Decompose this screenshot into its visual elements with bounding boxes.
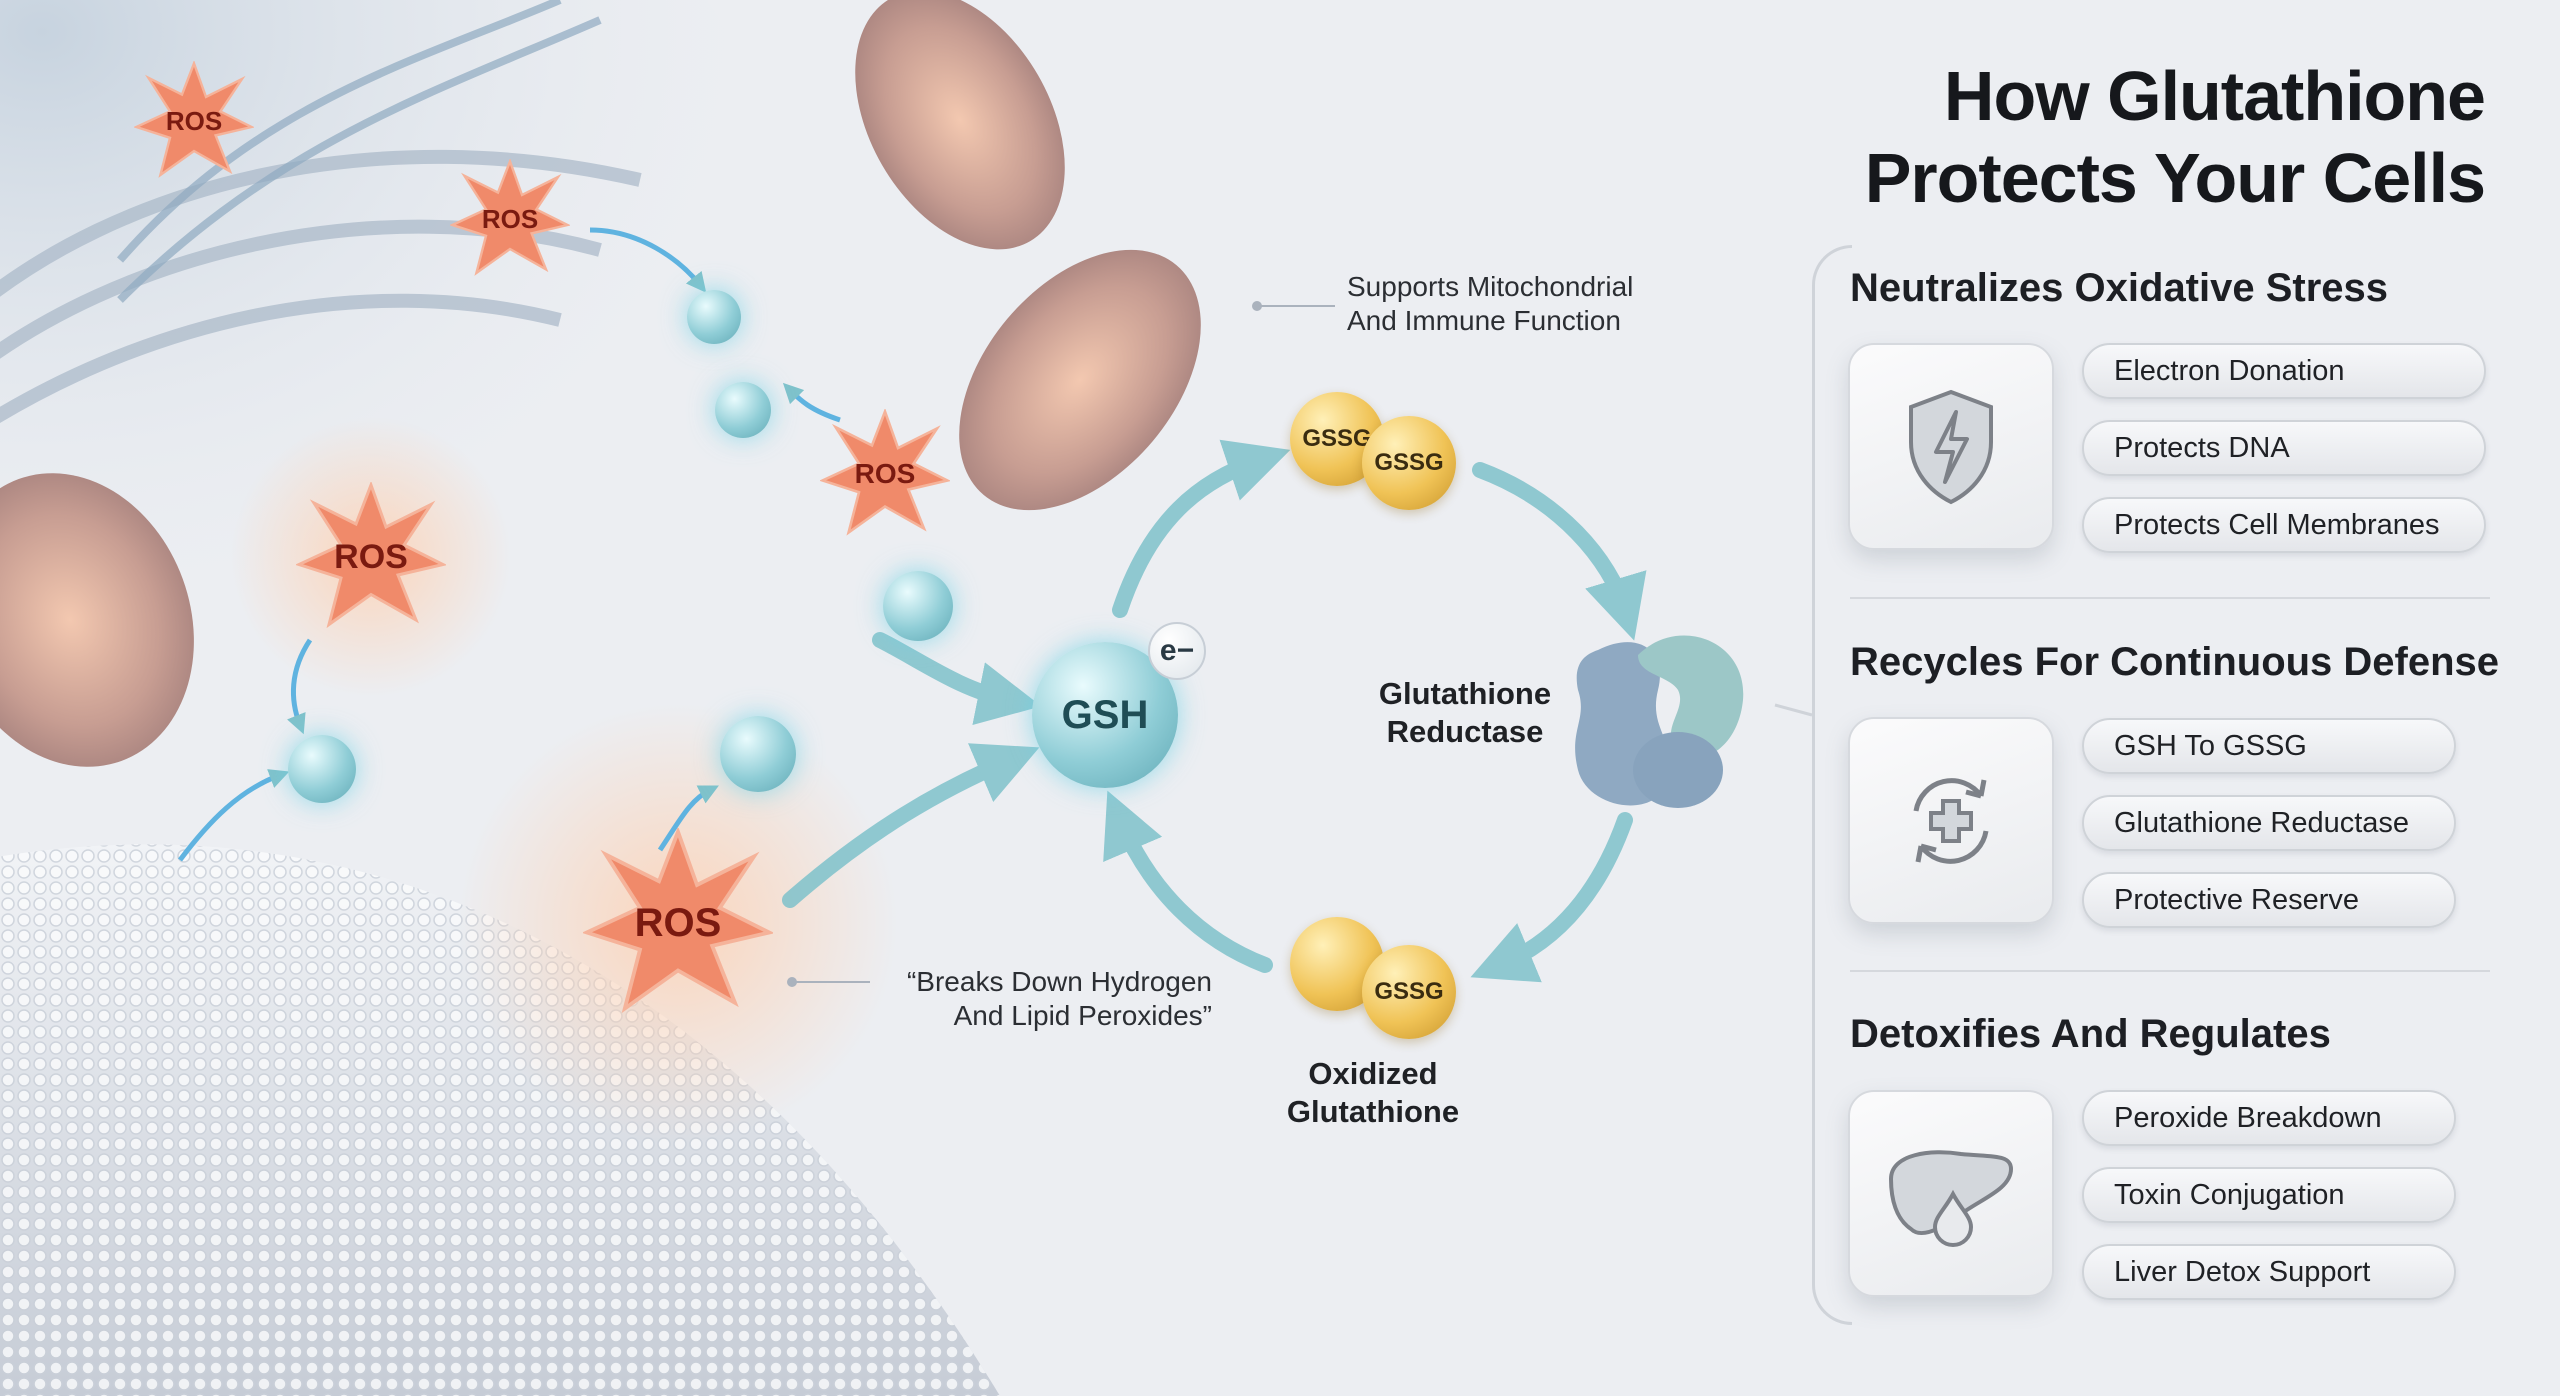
note-line: And Immune Function bbox=[1347, 305, 1621, 336]
note-line: And Lipid Peroxides” bbox=[953, 1000, 1212, 1031]
section-icon-box bbox=[1848, 1090, 2054, 1297]
ros-label: ROS bbox=[481, 203, 539, 234]
recycle-plus-icon bbox=[1913, 777, 1989, 864]
oxidized-label-line: Glutathione bbox=[1286, 1094, 1460, 1129]
title-line-2: Protects Your Cells bbox=[1864, 139, 2486, 217]
ros-badge: ROS bbox=[134, 61, 254, 181]
gssg-label: GSSG bbox=[1374, 978, 1444, 1005]
enzyme-label-line: Reductase bbox=[1386, 714, 1544, 749]
gsh-molecule-sphere bbox=[288, 735, 356, 803]
enzyme-glutathione-reductase bbox=[1575, 635, 1744, 808]
mitochondrion bbox=[959, 249, 1201, 511]
ros-badge: ROS bbox=[820, 409, 950, 539]
gsh-molecule-sphere bbox=[687, 290, 741, 344]
enzyme-label-line: Glutathione bbox=[1378, 676, 1552, 711]
gssg-molecule: GSSG bbox=[1362, 945, 1456, 1039]
cycle-arrows bbox=[782, 439, 1647, 983]
feature-pill: Protects Cell Membranes bbox=[2082, 497, 2486, 553]
feature-pill: Protects DNA bbox=[2082, 420, 2486, 476]
feature-pill: Toxin Conjugation bbox=[2082, 1167, 2456, 1223]
gsh-label: GSH bbox=[1061, 692, 1149, 737]
note-line: “Breaks Down Hydrogen bbox=[906, 966, 1212, 997]
feature-pill: Protective Reserve bbox=[2082, 872, 2456, 928]
note-line: Supports Mitochondrial bbox=[1347, 271, 1634, 302]
ros-label: ROS bbox=[165, 105, 223, 136]
electron-badge: e− bbox=[1148, 622, 1206, 680]
feature-pill: GSH To GSSG bbox=[2082, 718, 2456, 774]
ros-label: ROS bbox=[854, 458, 916, 489]
ros-label: ROS bbox=[634, 900, 722, 945]
section-heading-neutralizes: Neutralizes Oxidative Stress bbox=[1850, 266, 2389, 310]
section-heading-detoxifies: Detoxifies And Regulates bbox=[1850, 1012, 2331, 1056]
feature-pill: Liver Detox Support bbox=[2082, 1244, 2456, 1300]
section-divider bbox=[1850, 597, 2490, 599]
ros-badge: ROS bbox=[296, 482, 446, 632]
page-title: How Glutathione Protects Your Cells bbox=[1864, 55, 2486, 219]
ros-badge: ROS bbox=[583, 828, 773, 1018]
gsh-molecule-sphere bbox=[883, 571, 953, 641]
ros-arrows bbox=[178, 227, 841, 862]
gssg-molecule: GSSG bbox=[1362, 416, 1456, 510]
gssg-label: GSSG bbox=[1302, 425, 1372, 452]
section-icon-box bbox=[1848, 343, 2054, 550]
liver-drop-icon bbox=[1888, 1149, 2014, 1247]
feature-pill: Electron Donation bbox=[2082, 343, 2486, 399]
feature-pill: Peroxide Breakdown bbox=[2082, 1090, 2456, 1146]
gsh-molecule-sphere bbox=[715, 382, 771, 438]
title-line-1: How Glutathione bbox=[1943, 57, 2486, 135]
gssg-label: GSSG bbox=[1374, 449, 1444, 476]
ros-badge: ROS bbox=[450, 159, 570, 279]
section-heading-recycles: Recycles For Continuous Defense bbox=[1850, 640, 2500, 684]
section-divider bbox=[1850, 970, 2490, 972]
panel-bracket bbox=[1812, 245, 1852, 1325]
gsh-molecule-sphere bbox=[720, 716, 796, 792]
feature-pill: Glutathione Reductase bbox=[2082, 795, 2456, 851]
shield-lightning-icon bbox=[1909, 389, 1993, 504]
section-icon-box bbox=[1848, 717, 2054, 924]
ros-label: ROS bbox=[334, 537, 408, 576]
oxidized-label-line: Oxidized bbox=[1308, 1056, 1438, 1091]
electron-label: e− bbox=[1159, 634, 1195, 667]
